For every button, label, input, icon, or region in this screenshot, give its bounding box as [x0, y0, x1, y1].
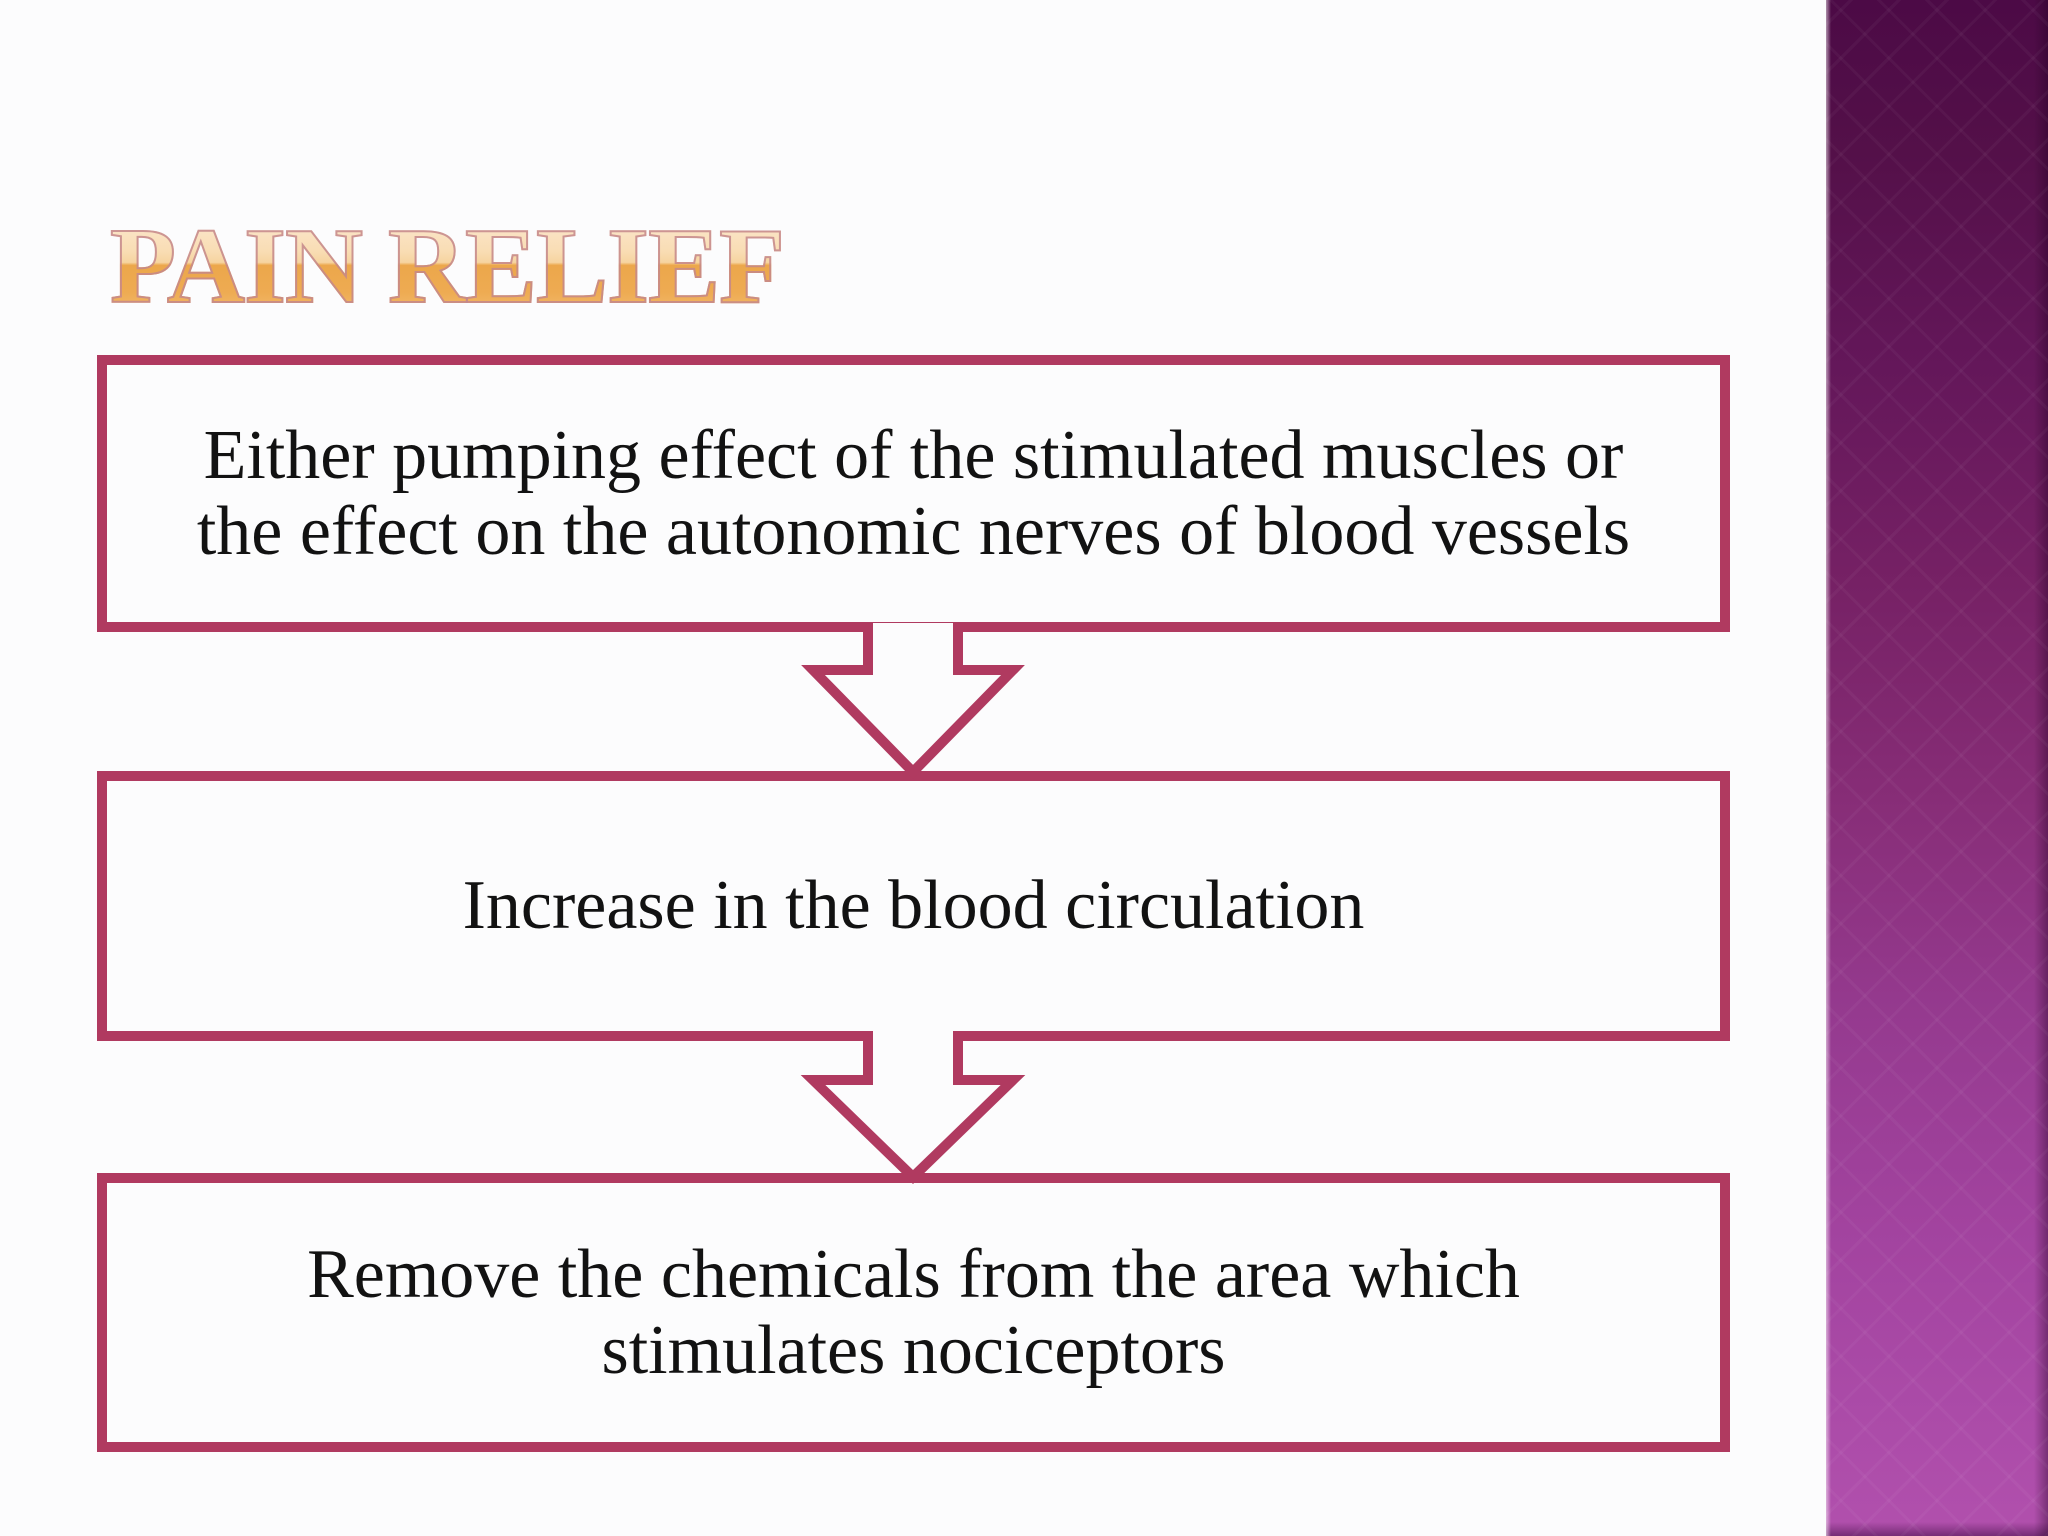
- flow-box-outcome: Remove the chemicals from the area which…: [97, 1173, 1730, 1452]
- flow-box-cause: Either pumping effect of the stimulated …: [97, 355, 1730, 632]
- down-arrow-icon: [800, 1031, 1026, 1184]
- flow-box-cause-line-2: the effect on the autonomic nerves of bl…: [196, 492, 1631, 570]
- page-title: PAIN RELIEF: [109, 207, 786, 326]
- flow-box-outcome-line-2: stimulates nociceptors: [601, 1311, 1226, 1389]
- flow-box-cause-line-1: Either pumping effect of the stimulated …: [203, 416, 1624, 494]
- flow-box-effect: Increase in the blood circulation: [97, 771, 1730, 1041]
- flow-box-effect-line-1: Increase in the blood circulation: [462, 867, 1365, 945]
- accent-gradient-bar: [1826, 0, 2048, 1536]
- flow-box-outcome-line-1: Remove the chemicals from the area which: [307, 1235, 1520, 1313]
- down-arrow-icon: [801, 623, 1025, 780]
